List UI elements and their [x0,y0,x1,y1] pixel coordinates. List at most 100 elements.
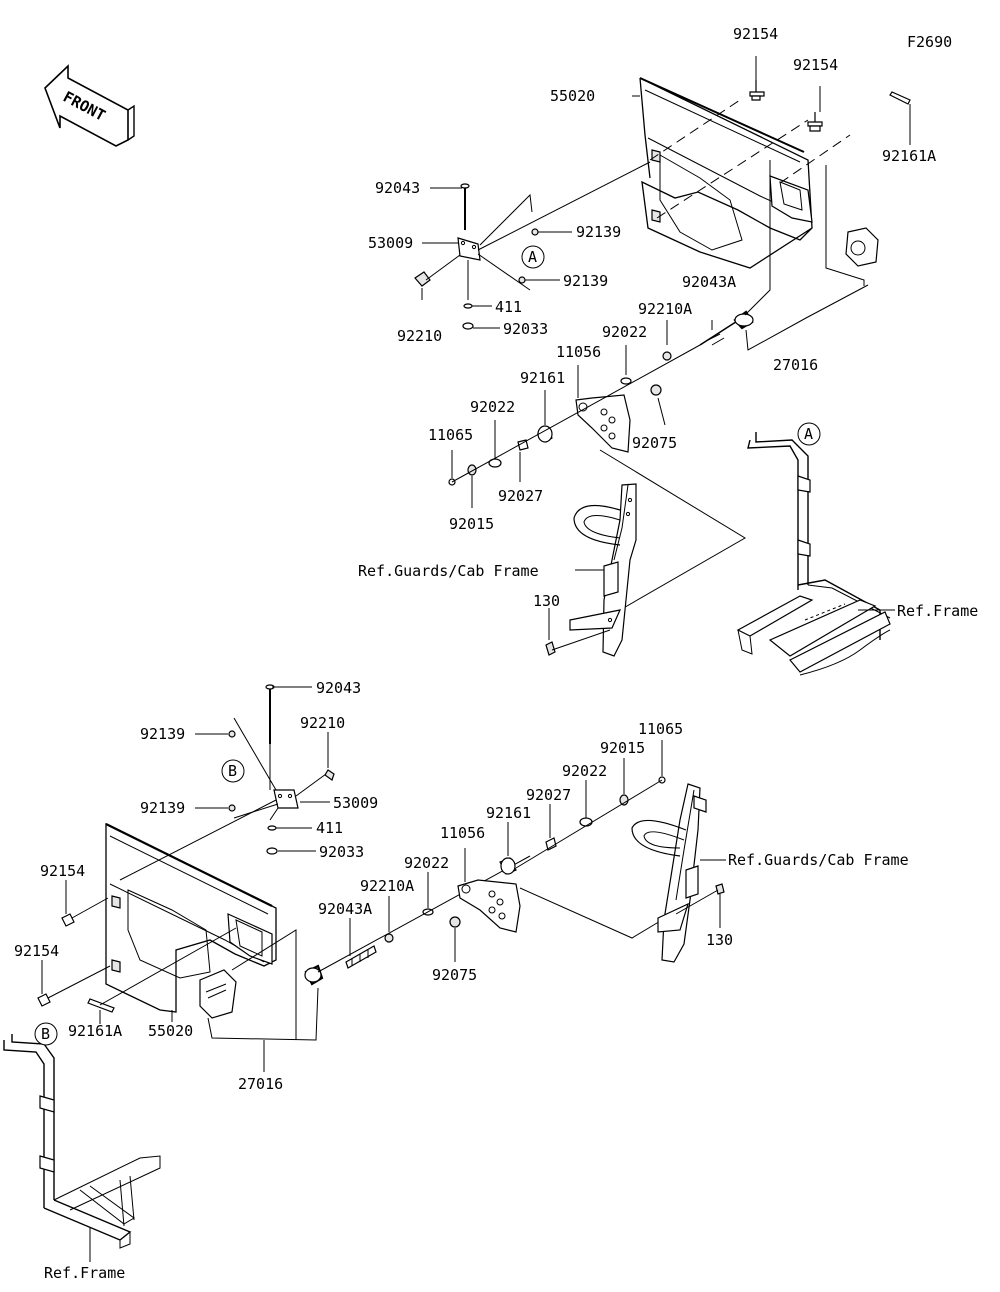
label-ref-guards-bottom: Ref.Guards/Cab Frame [728,851,909,869]
label-92154-b-bottom: 92154 [14,942,59,960]
label-92027-bottom: 92027 [526,786,571,804]
top-labels: 92154 92154 55020 92161A 92043 92139 530… [358,25,978,620]
nut-92015-top [467,464,477,476]
strip-92161A-bottom [87,998,115,1013]
label-92210A-bottom: 92210A [360,877,414,895]
label-92154-a-bottom: 92154 [40,862,85,880]
label-ref-frame-bottom: Ref.Frame [44,1264,125,1282]
strip-92161A-top [889,91,911,105]
adjuster-92043A-bottom [345,945,377,969]
label-92161-top: 92161 [520,369,565,387]
front-arrow-icon: FRONT [44,64,135,147]
label-ref-guards-top: Ref.Guards/Cab Frame [358,562,539,580]
label-92210-top: 92210 [397,327,442,345]
screw-92154-b [807,112,823,132]
label-92161A-top: 92161A [882,147,936,165]
washer-92022-top [488,458,502,468]
label-55020-top: 55020 [550,87,595,105]
label-92022-b-bottom: 92022 [404,854,449,872]
label-92043-top: 92043 [375,179,420,197]
nut-92210A-bottom [384,933,394,943]
label-411-bottom: 411 [316,819,343,837]
rear-panel-bottom [105,822,277,1013]
bracket-11056-bottom [457,879,521,933]
label-92033-bottom: 92033 [319,843,364,861]
ref-circle-b-frame [34,1022,58,1046]
label-92139-a-bottom: 92139 [140,725,185,743]
label-ref-frame-top: Ref.Frame [897,602,978,620]
frame-bottom [3,1034,161,1249]
nut-92075-top [650,384,662,396]
bottom-assembly: B [3,684,726,1262]
lamp-27016-bottom [199,969,237,1019]
screw-92154-a [749,80,765,101]
label-11056-bottom: 11056 [440,824,485,842]
label-130-bottom: 130 [706,931,733,949]
washer-92022a-top [620,377,632,385]
ref-b-bottom: B [228,762,237,780]
label-92022-a-bottom: 92022 [562,762,607,780]
label-27016-bottom: 27016 [238,1075,283,1093]
label-92139-a-top: 92139 [576,223,621,241]
screw-92154-b-bottom [37,965,111,1007]
label-92043-bottom: 92043 [316,679,361,697]
label-92033-top: 92033 [503,320,548,338]
nut-92139-a-top [531,228,539,236]
nut-92210-top [414,271,431,287]
ref-circle-b-bottom [221,759,245,783]
label-92139-b-top: 92139 [563,272,608,290]
washer-92022-a-bottom [579,817,593,827]
collar-92027-top [517,439,529,451]
nut-92139-b-top [518,276,526,284]
nut-92210-bottom [324,769,335,781]
label-11056-top: 11056 [556,343,601,361]
label-53009-bottom: 53009 [333,794,378,812]
label-92022-a-top: 92022 [602,323,647,341]
ref-circle-a-top [521,245,545,269]
label-92161A-bottom: 92161A [68,1022,122,1040]
label-27016-top: 27016 [773,356,818,374]
label-92043A-bottom: 92043A [318,900,372,918]
label-92139-b-bottom: 92139 [140,799,185,817]
label-11065-top: 11065 [428,426,473,444]
frame-top [736,432,891,676]
label-92075-bottom: 92075 [432,966,477,984]
label-92154-b-top: 92154 [793,56,838,74]
nut-92139-a-bottom [228,730,236,738]
cab-guard-bottom [631,783,707,963]
label-130-top: 130 [533,592,560,610]
screw-92154-a-bottom [61,897,109,927]
bolt-130-bottom [715,883,725,895]
label-55020-bottom: 55020 [148,1022,193,1040]
adjuster-92043A-top [699,310,754,346]
hinge-53009-bottom [265,684,299,855]
bracket-11056-top [575,394,631,453]
label-92043A-top: 92043A [682,273,736,291]
collar-92027-bottom [545,837,557,851]
nut-92075-bottom [449,916,461,928]
ref-circle-a-frame [797,422,821,446]
lamp-27016-top [825,165,879,286]
label-92210-bottom: 92210 [300,714,345,732]
nut-92015-bottom [619,794,629,806]
ref-a-top: A [528,248,537,266]
label-411-top: 411 [495,298,522,316]
bottom-labels: 92043 92139 92210 92139 53009 411 92033 … [14,679,909,1282]
hinge-53009-top [457,183,481,330]
label-92154-a-top: 92154 [733,25,778,43]
label-92210A-top: 92210A [638,300,692,318]
label-92015-top: 92015 [449,515,494,533]
ref-a-frame: A [804,425,813,443]
label-53009-top: 53009 [368,234,413,252]
label-11065-bottom: 11065 [638,720,683,738]
label-92015-bottom: 92015 [600,739,645,757]
nut-92139-b-bottom [228,804,236,812]
label-92161-bottom: 92161 [486,804,531,822]
top-assembly: A [414,56,911,676]
nut-92210A-top [662,351,672,361]
cab-guard-top [569,483,637,657]
label-92027-top: 92027 [498,487,543,505]
label-92022-b-top: 92022 [470,398,515,416]
